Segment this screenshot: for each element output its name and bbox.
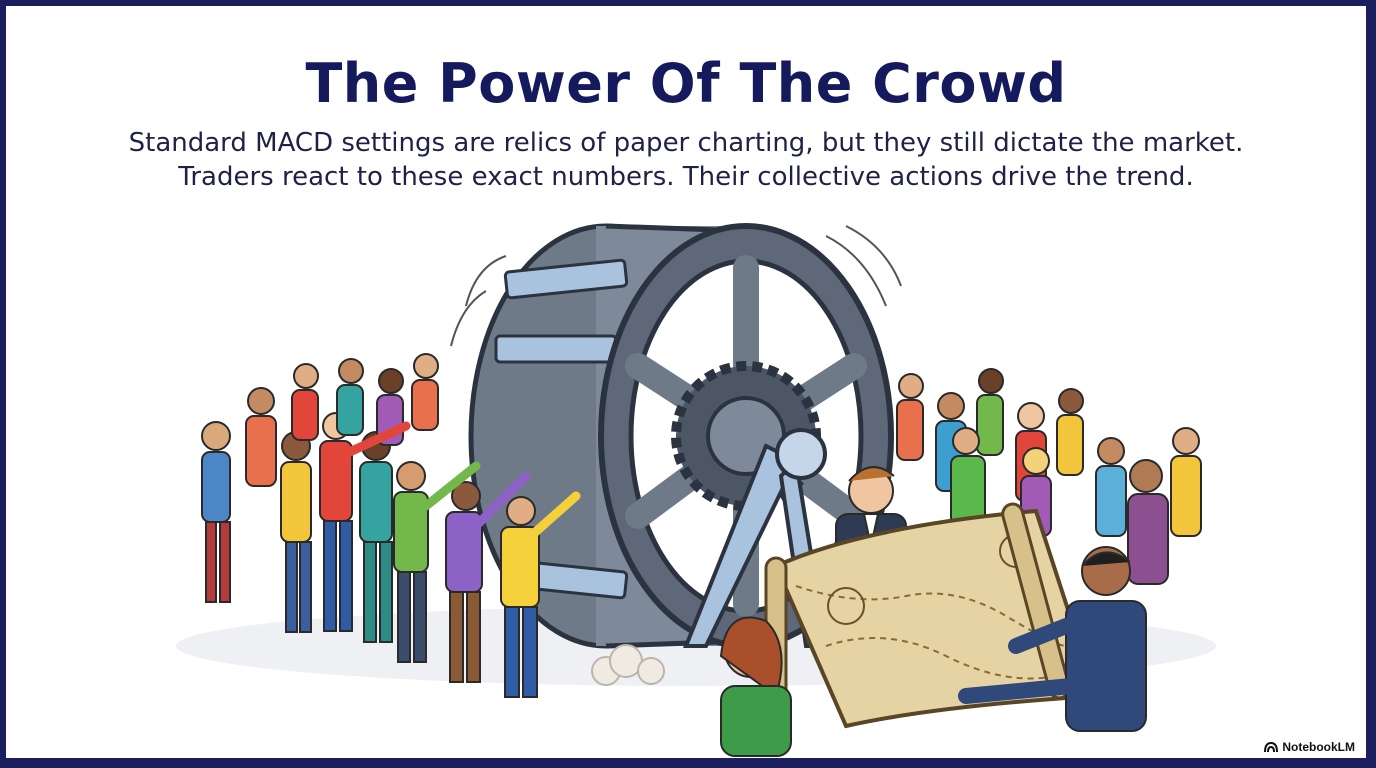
subtitle-line-2: Traders react to these exact numbers. Th… — [178, 162, 1194, 192]
woman-front — [719, 616, 792, 757]
branding-label: NotebookLM — [1282, 740, 1355, 754]
dust-cloud — [591, 644, 665, 686]
subtitle-line-1: Standard MACD settings are relics of pap… — [128, 128, 1244, 158]
man-pointing — [958, 546, 1147, 732]
motion-lines — [450, 225, 902, 347]
notebooklm-branding: NotebookLM — [1261, 739, 1358, 755]
slide-title: The Power Of The Crowd — [305, 52, 1067, 115]
slide: The Power Of The Crowd Standard MACD set… — [6, 6, 1366, 758]
crowd-wheel-illustration — [176, 223, 1216, 757]
crowd-left — [201, 353, 581, 698]
slide-subtitle: Standard MACD settings are relics of pap… — [6, 126, 1366, 194]
crowd-right — [896, 368, 1202, 585]
giant-wheel — [468, 223, 894, 649]
notebooklm-logo-icon — [1264, 741, 1279, 753]
treasure-map — [764, 502, 1099, 730]
